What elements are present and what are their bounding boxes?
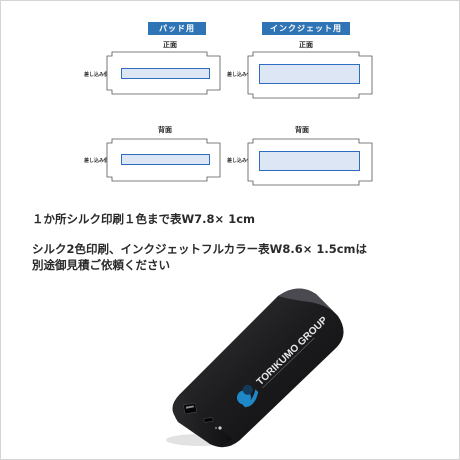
pad-print-header: パッド用 [148,22,206,35]
face-label-back-inkjet: 背面 [295,126,309,134]
power-bank-photo: TORIKUMO GROUP [160,282,352,452]
inkjet-print-header: インクジェット用 [262,22,350,35]
face-label-front-pad: 正面 [163,41,177,49]
print-spec-note: １か所シルク印刷１色まで表W7.8× 1cm [32,212,255,226]
side-label-front-pad: 差し込み側 [84,72,110,78]
side-label-back-pad: 差し込み側 [84,158,110,164]
estimate-note-line-1: シルク2色印刷、インクジェットフルカラー表W8.6× 1.5cmは [32,242,368,256]
estimate-note-line-2: 別途御見積ご依頼ください [32,258,170,272]
face-label-back-pad: 背面 [158,126,172,134]
print-area-back-pad [121,154,210,165]
print-area-back-inkjet [259,151,360,171]
side-label-front-inkjet: 差し込み側 [227,72,253,78]
power-bank-body [172,288,344,448]
usb-port-icon [183,402,197,415]
side-label-back-inkjet: 差し込み側 [227,158,253,164]
micro-usb-port-icon [203,417,214,423]
print-area-front-inkjet [259,64,360,84]
led-indicator-icon [218,426,222,430]
print-area-front-pad [121,68,210,79]
face-label-front-inkjet: 正面 [299,41,313,49]
